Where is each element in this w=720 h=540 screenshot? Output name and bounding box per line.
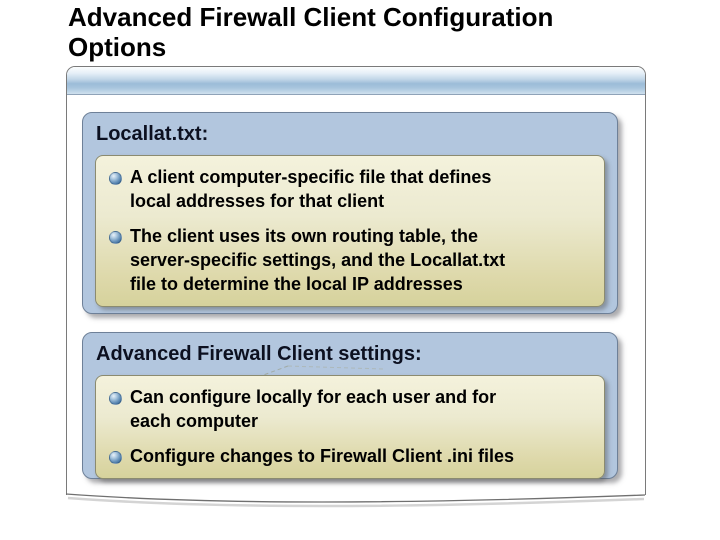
list-item: The client uses its own routing table, t…: [109, 224, 592, 296]
bullet-text: Configure changes to Firewall Client .in…: [130, 446, 515, 466]
section-header: Advanced Firewall Client settings:: [96, 343, 422, 365]
sphere-bullet-icon: [109, 172, 122, 185]
slide-window-frame: Locallat.txt: A client computer-specific…: [65, 66, 646, 508]
section-locallat-panel: Locallat.txt: A client computer-specific…: [82, 112, 618, 314]
list-item: Configure changes to Firewall Client .in…: [109, 444, 592, 468]
sphere-bullet-icon: [109, 451, 122, 464]
list-item: A client computer-specific file that def…: [109, 165, 592, 213]
section-advanced-settings-panel: Advanced Firewall Client settings: Can c…: [82, 332, 618, 479]
bullet-text: A client computer-specific file that def…: [130, 167, 492, 211]
section-content-box: A client computer-specific file that def…: [95, 155, 605, 307]
section-header: Locallat.txt:: [96, 123, 209, 145]
bullet-text: The client uses its own routing table, t…: [130, 226, 506, 294]
sphere-bullet-icon: [109, 231, 122, 244]
section-content-box: Can configure locally for each user and …: [95, 375, 605, 479]
window-titlebar: [67, 67, 645, 95]
slide-title: Advanced Firewall Client Configuration O…: [68, 2, 554, 62]
bullet-text: Can configure locally for each user and …: [130, 387, 497, 431]
list-item: Can configure locally for each user and …: [109, 385, 592, 433]
window-bottom-curl-edge: [65, 493, 646, 508]
sphere-bullet-icon: [109, 392, 122, 405]
